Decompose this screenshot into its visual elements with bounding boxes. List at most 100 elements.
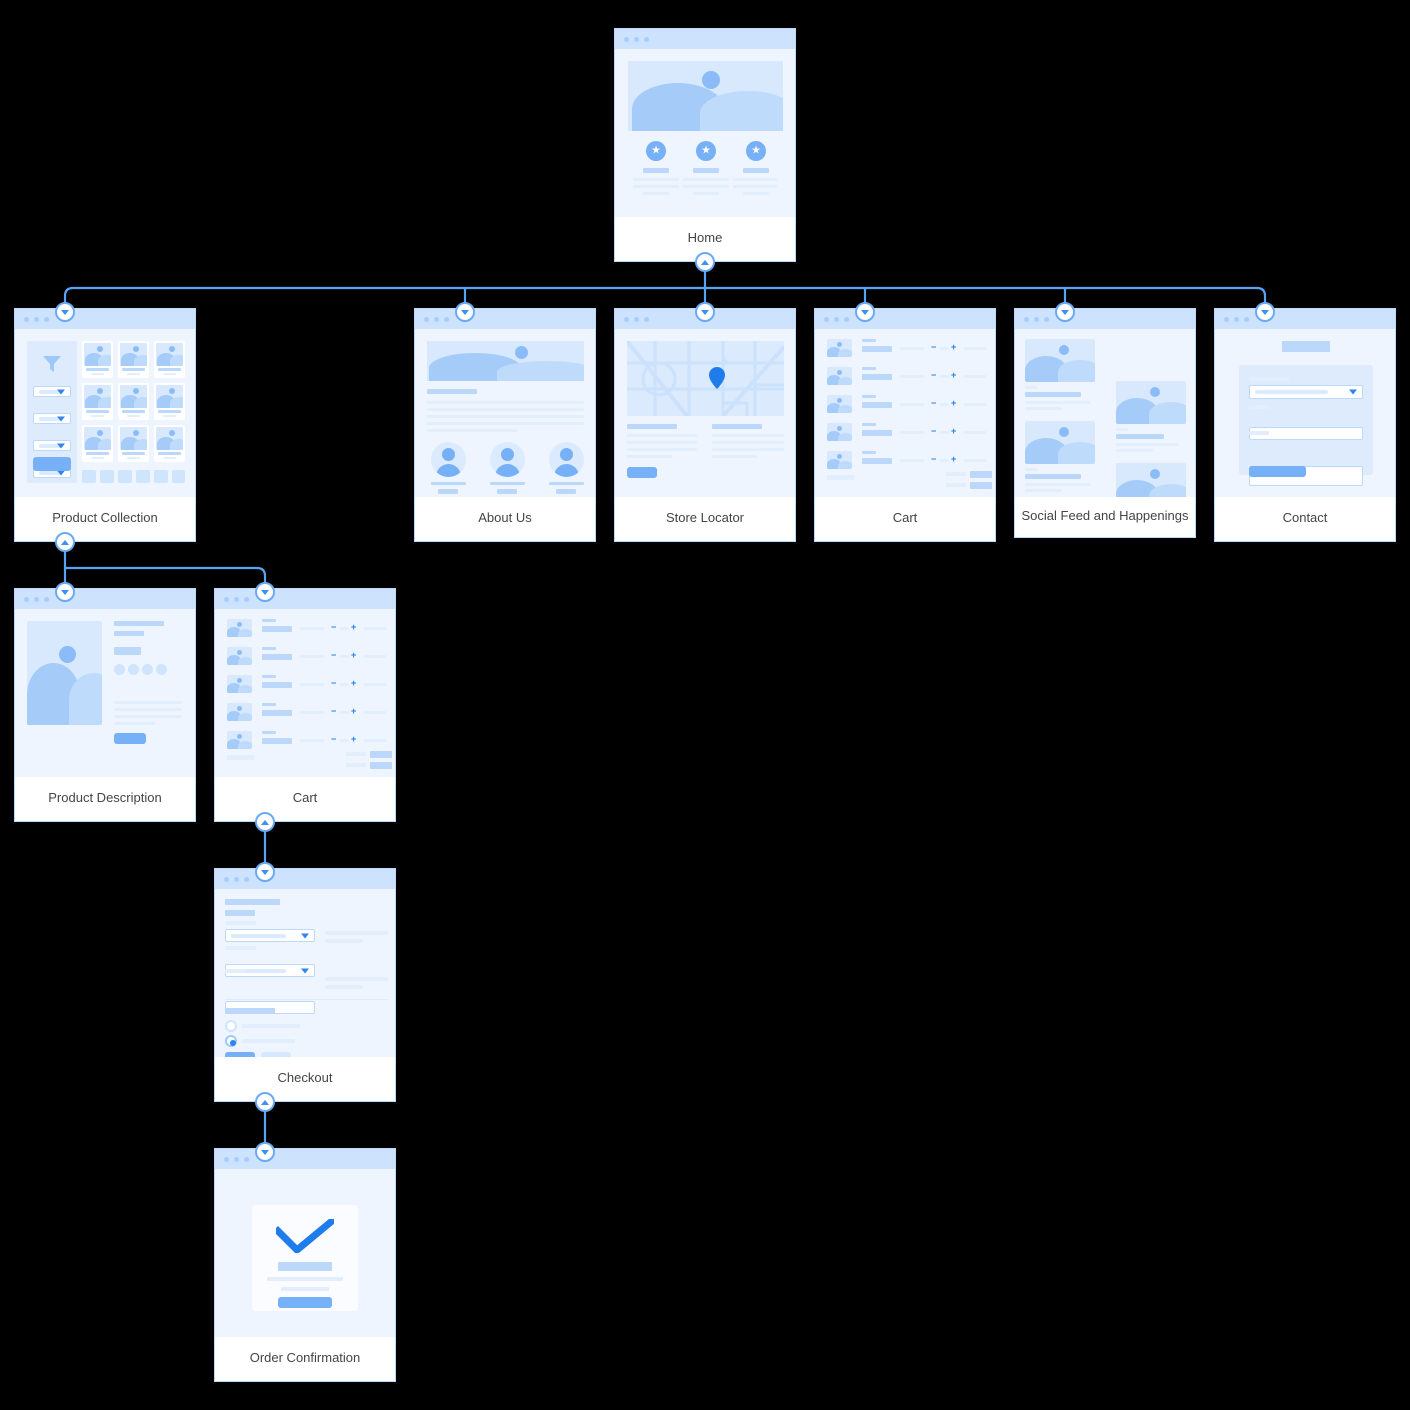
triangle-up-icon <box>61 539 69 545</box>
add-to-cart-button[interactable] <box>114 733 146 744</box>
port-out-checkout[interactable] <box>255 1092 275 1112</box>
secondary-button[interactable] <box>261 1052 291 1057</box>
node-label: Product Collection <box>15 497 195 541</box>
hero-image <box>628 61 783 131</box>
apply-filter-button[interactable] <box>33 457 71 471</box>
port-in-about-us[interactable] <box>455 302 475 322</box>
pagination-item[interactable] <box>118 470 132 483</box>
port-out-product-collection[interactable] <box>55 532 75 552</box>
continue-shopping-button[interactable] <box>278 1297 332 1308</box>
port-out-home[interactable] <box>695 252 715 272</box>
section-heading-bar <box>225 899 280 905</box>
node-social-feed[interactable]: Social Feed and Happenings <box>1014 308 1196 538</box>
triangle-up-icon <box>261 1099 269 1105</box>
node-label: Checkout <box>215 1057 395 1101</box>
feed-post <box>1116 381 1186 452</box>
swatch[interactable] <box>128 664 139 675</box>
node-home[interactable]: ★ ★ ★ <box>614 28 796 262</box>
card-titlebar <box>215 1149 395 1169</box>
triangle-up-icon <box>261 819 269 825</box>
node-checkout[interactable]: Checkout <box>214 868 396 1102</box>
star-icon: ★ <box>696 141 716 161</box>
pagination-item[interactable] <box>82 470 96 483</box>
triangle-down-icon <box>1261 309 1269 315</box>
node-store-locator[interactable]: Store Locator <box>614 308 796 542</box>
map-pin-icon <box>709 367 725 389</box>
avatar-icon <box>490 442 525 477</box>
pagination-item[interactable] <box>154 470 168 483</box>
pagination-item[interactable] <box>136 470 150 483</box>
card-titlebar <box>615 29 795 49</box>
payment-heading-bar <box>225 1008 275 1014</box>
feature-item: ★ <box>733 141 777 195</box>
swatch[interactable] <box>142 664 153 675</box>
find-store-button[interactable] <box>627 467 657 478</box>
pagination-item[interactable] <box>100 470 114 483</box>
state-select[interactable] <box>225 964 315 977</box>
team-member <box>431 442 466 494</box>
team-member <box>490 442 525 494</box>
filter-select[interactable] <box>33 386 71 397</box>
node-product-description[interactable]: Product Description <box>14 588 196 822</box>
node-label: About Us <box>415 497 595 541</box>
submit-button[interactable] <box>1249 466 1306 477</box>
wireframe-home: ★ ★ ★ <box>615 49 795 217</box>
port-in-store-locator[interactable] <box>695 302 715 322</box>
filter-select[interactable] <box>33 413 71 424</box>
feature-item: ★ <box>683 141 729 195</box>
radio-option[interactable] <box>225 1020 237 1032</box>
product-tile[interactable] <box>154 425 185 462</box>
chevron-down-icon <box>57 389 65 394</box>
port-in-cart-top[interactable] <box>855 302 875 322</box>
radio-option-selected[interactable] <box>225 1035 237 1047</box>
port-out-cart-sub[interactable] <box>255 812 275 832</box>
product-tile[interactable] <box>118 425 149 462</box>
port-in-product-description[interactable] <box>55 582 75 602</box>
wireframe-about-us <box>415 329 595 497</box>
product-tile[interactable] <box>82 341 113 378</box>
subject-select[interactable] <box>1249 385 1363 399</box>
pagination-item[interactable] <box>172 470 185 483</box>
chevron-down-icon <box>1349 389 1357 395</box>
port-in-social-feed[interactable] <box>1055 302 1075 322</box>
product-tile[interactable] <box>82 425 113 462</box>
node-product-collection[interactable]: Product Collection <box>14 308 196 542</box>
product-tile[interactable] <box>118 341 149 378</box>
hero-image <box>427 341 584 381</box>
triangle-down-icon <box>701 309 709 315</box>
product-tile[interactable] <box>82 383 113 420</box>
node-contact[interactable]: Contact <box>1214 308 1396 542</box>
triangle-down-icon <box>861 309 869 315</box>
node-cart-top[interactable]: − + − + − + <box>814 308 996 542</box>
place-order-button[interactable] <box>225 1052 255 1057</box>
confirmation-panel <box>252 1205 358 1311</box>
port-in-contact[interactable] <box>1255 302 1275 322</box>
chevron-down-icon <box>301 933 309 938</box>
star-icon: ★ <box>646 141 666 161</box>
swatch[interactable] <box>156 664 167 675</box>
swatch[interactable] <box>114 664 125 675</box>
node-about-us[interactable]: About Us <box>414 308 596 542</box>
product-tile[interactable] <box>118 383 149 420</box>
wireframe-checkout <box>215 889 395 1057</box>
port-in-order-confirmation[interactable] <box>255 1142 275 1162</box>
product-tile[interactable] <box>154 383 185 420</box>
chevron-down-icon <box>57 470 65 475</box>
card-titlebar <box>1215 309 1395 329</box>
wireframe-social-feed <box>1015 329 1195 497</box>
card-titlebar <box>215 589 395 609</box>
product-tile[interactable] <box>154 341 185 378</box>
triangle-down-icon <box>261 869 269 875</box>
node-label: Social Feed and Happenings <box>1015 497 1195 537</box>
wireframe-store-locator <box>615 329 795 497</box>
chevron-down-icon <box>57 416 65 421</box>
port-in-product-collection[interactable] <box>55 302 75 322</box>
port-in-cart-sub[interactable] <box>255 582 275 602</box>
card-titlebar <box>215 869 395 889</box>
filter-select[interactable] <box>33 440 71 451</box>
country-select[interactable] <box>225 929 315 942</box>
node-order-confirmation[interactable]: Order Confirmation <box>214 1148 396 1382</box>
node-cart-sub[interactable]: − + − + − + <box>214 588 396 822</box>
port-in-checkout[interactable] <box>255 862 275 882</box>
